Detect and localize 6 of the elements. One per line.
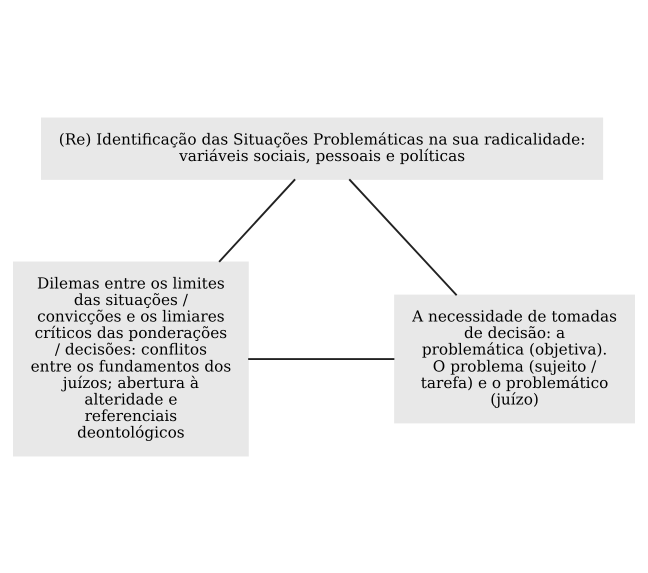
- node-box: Dilemas entre os limites das situações / convicções e os limiares críticos das ponderações / decisões: conflitos entre os fundamentos dos juízos; abertura à alteridade e referenciais deontológicos: [12, 261, 249, 456]
- connector: [248, 358, 394, 360]
- connector: [218, 178, 296, 262]
- node-box: A necessidade de tomadas de decisão: a problemática (objetiva). O problema (sujeito / tarefa) e o problemático (juízo): [394, 294, 636, 423]
- connector: [348, 178, 458, 296]
- node-box: (Re) Identificação das Situações Problemáticas na sua radicalidade: variáveis sociais, pessoais e políticas: [41, 116, 604, 180]
